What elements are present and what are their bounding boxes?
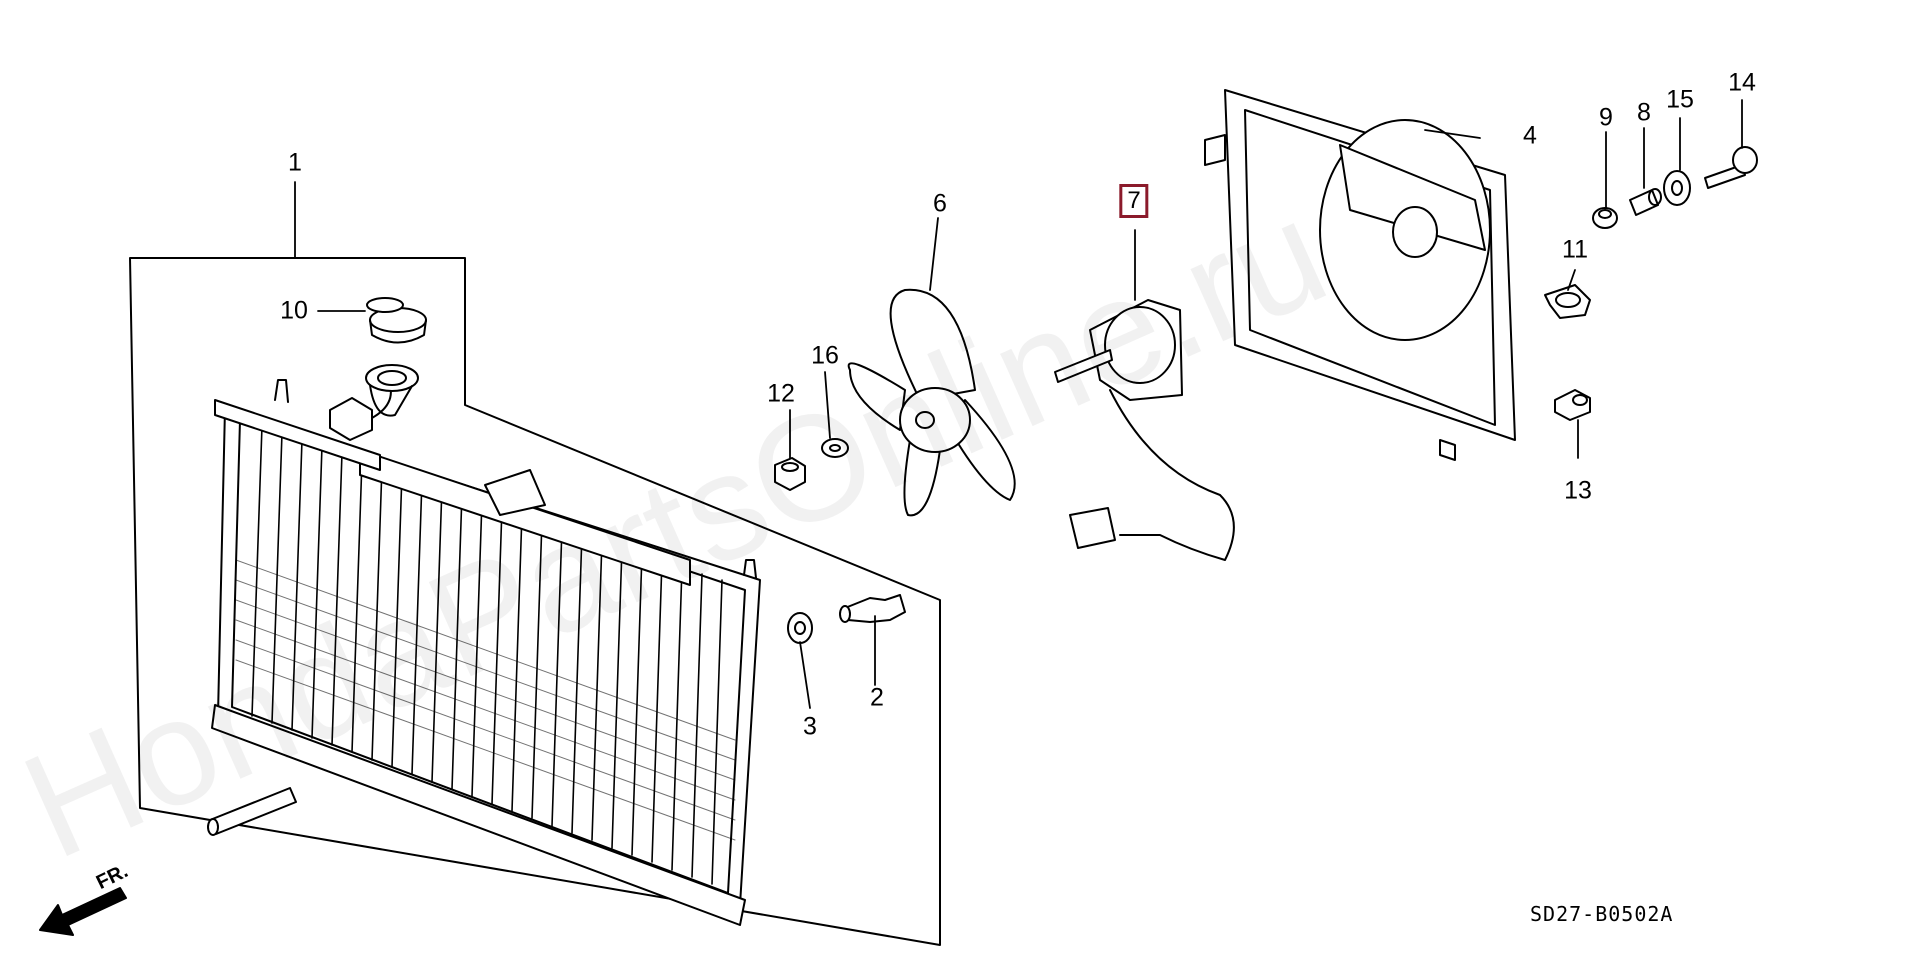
callout-3[interactable]: 3: [803, 712, 817, 741]
filler-neck[interactable]: [365, 364, 419, 417]
radiator[interactable]: [211, 379, 761, 926]
cooling-fan[interactable]: [847, 288, 1016, 517]
radiator-cap[interactable]: [366, 297, 427, 344]
callout-12[interactable]: 12: [767, 379, 795, 408]
callout-15[interactable]: 15: [1666, 85, 1694, 114]
flange-nut[interactable]: [774, 457, 806, 491]
callout-10[interactable]: 10: [280, 296, 308, 325]
bolt-14[interactable]: [1704, 146, 1758, 189]
arrow-left-down-icon: [39, 887, 127, 936]
drain-washer[interactable]: [787, 612, 813, 644]
callout-6[interactable]: 6: [933, 189, 947, 218]
drain-plug[interactable]: [839, 594, 906, 623]
diagram-code: SD27-B0502A: [1530, 902, 1674, 926]
callout-11[interactable]: 11: [1562, 235, 1588, 264]
callout-14[interactable]: 14: [1728, 68, 1756, 97]
collar-9[interactable]: [1592, 207, 1618, 229]
callout-2[interactable]: 2: [870, 683, 884, 712]
drain-pipe[interactable]: [207, 787, 297, 836]
bolt-13[interactable]: [1554, 389, 1591, 421]
callout-16[interactable]: 16: [811, 341, 839, 370]
leader-lines: [294, 99, 1743, 709]
callout-9[interactable]: 9: [1599, 103, 1613, 132]
fan-motor[interactable]: [1054, 299, 1235, 561]
callout-8[interactable]: 8: [1637, 98, 1651, 127]
clip-11[interactable]: [1544, 284, 1591, 319]
callout-1[interactable]: 1: [288, 148, 302, 177]
fan-washer[interactable]: [821, 438, 849, 458]
grommet-8[interactable]: [1629, 188, 1662, 216]
callout-7[interactable]: 7: [1119, 184, 1149, 218]
washer-15[interactable]: [1663, 170, 1691, 206]
fan-shroud[interactable]: [1204, 89, 1516, 461]
callout-4[interactable]: 4: [1523, 121, 1537, 150]
callout-13[interactable]: 13: [1564, 476, 1592, 505]
radiator-group-outline: [129, 257, 941, 946]
